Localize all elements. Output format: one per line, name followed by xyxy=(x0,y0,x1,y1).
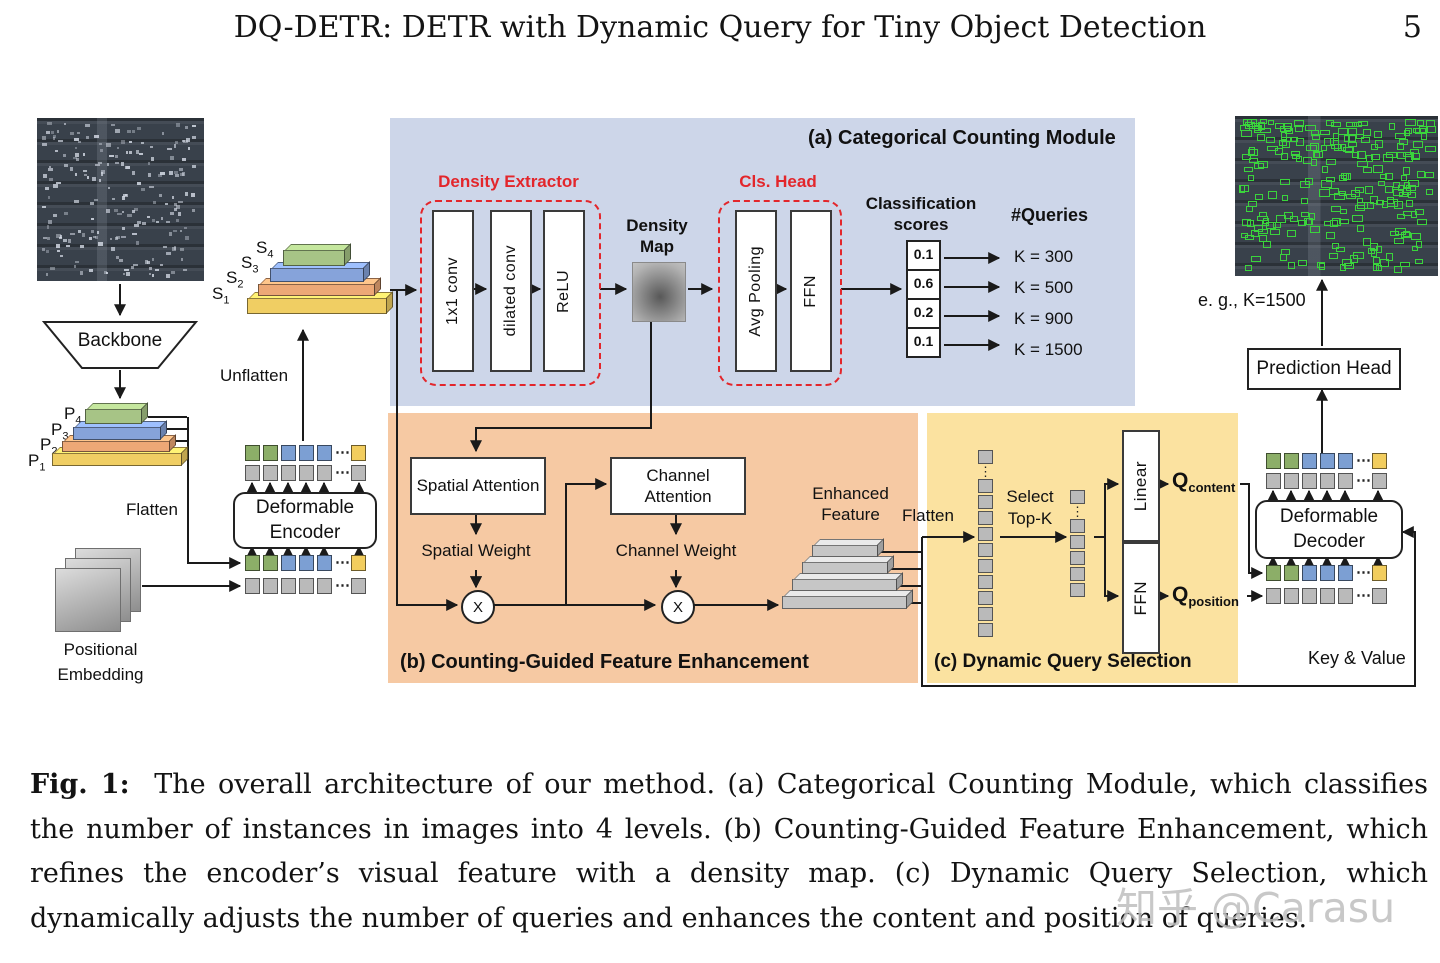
key-value-label: Key & Value xyxy=(1308,648,1406,668)
spatial-attention-box: Spatial Attention xyxy=(410,457,546,515)
topk-token-column: ⋮ xyxy=(1070,490,1085,597)
caption-text: The overall architecture of our method. … xyxy=(30,769,1429,934)
p1-label: P1 xyxy=(28,451,46,474)
score-cell: 0.1 xyxy=(906,327,941,358)
encoder-input-feature-tokens: ⋯ xyxy=(245,555,366,571)
classification-score-column: 0.1 0.6 0.2 0.1 xyxy=(906,240,941,358)
q-position-label: Qposition xyxy=(1172,583,1239,610)
decoder-output-feature-tokens: ⋯ xyxy=(1266,453,1387,469)
decoder-output-pos-tokens: ⋯ xyxy=(1266,473,1387,489)
module-b-title: (b) Counting-Guided Feature Enhancement xyxy=(400,651,809,673)
multiply-icon: X xyxy=(661,590,695,624)
spatial-weight-label: Spatial Weight xyxy=(421,541,531,560)
classification-scores-label: Classification scores xyxy=(865,194,977,234)
score-cell: 0.6 xyxy=(906,269,941,300)
p4-label: P4 xyxy=(64,404,82,427)
encoder-input-pos-tokens: ⋯ xyxy=(245,578,366,594)
s1-feature-layer xyxy=(247,298,387,314)
figure-caption: Fig. 1: The overall architecture of our … xyxy=(30,763,1428,941)
p4-feature-layer xyxy=(85,409,142,424)
deformable-encoder-box: Deformable Encoder xyxy=(233,492,377,549)
cls-head-label: Cls. Head xyxy=(739,172,817,191)
enhanced-feature-layer xyxy=(812,545,878,557)
paper-title: DQ-DETR: DETR with Dynamic Query for Tin… xyxy=(233,10,1207,45)
s2-label: S2 xyxy=(226,268,244,291)
page-number: 5 xyxy=(1402,10,1422,45)
density-extractor-label: Density Extractor xyxy=(438,172,579,191)
decoder-input-query-tokens: ⋯ xyxy=(1266,565,1387,581)
channel-weight-label: Channel Weight xyxy=(615,541,737,560)
encoder-output-pos-tokens: ⋯ xyxy=(245,465,366,481)
positional-embedding-label: Positional Embedding xyxy=(57,640,144,684)
s4-label: S4 xyxy=(256,238,274,261)
p3-label: P3 xyxy=(51,420,69,443)
dilated-conv-box: dilated conv xyxy=(490,210,532,372)
ffn-box: FFN xyxy=(790,210,832,372)
positional-embedding-layer xyxy=(55,568,121,632)
deformable-decoder-box: Deformable Decoder xyxy=(1255,500,1403,559)
score-cell: 0.1 xyxy=(906,240,941,271)
p1-feature-layer xyxy=(52,453,182,466)
example-queries-label: e. g., K=1500 xyxy=(1198,290,1306,310)
p3-feature-layer xyxy=(73,427,161,440)
query-option: K = 900 xyxy=(1014,309,1074,328)
backbone-label: Backbone xyxy=(77,330,163,351)
flatten-label: Flatten xyxy=(902,506,954,525)
ffn-box: FFN xyxy=(1122,542,1160,654)
avg-pooling-box: Avg Pooling xyxy=(735,210,777,372)
enhanced-feature-layer xyxy=(782,596,907,609)
detection-result-image xyxy=(1235,116,1438,276)
channel-attention-box: Channel Attention xyxy=(610,457,746,515)
density-map-label: Density Map xyxy=(626,216,688,256)
encoder-output-feature-tokens: ⋯ xyxy=(245,445,366,461)
query-option: K = 500 xyxy=(1014,278,1074,297)
cls-head-group xyxy=(718,200,842,386)
enhanced-feature-layer xyxy=(792,579,897,591)
p2-feature-layer xyxy=(62,441,170,452)
flattened-token-column: ⋮ xyxy=(978,450,993,637)
s3-label: S3 xyxy=(241,253,259,276)
linear-box: Linear xyxy=(1122,430,1160,542)
relu-box: ReLU xyxy=(543,210,585,372)
unflatten-label: Unflatten xyxy=(220,366,289,385)
decoder-input-pos-tokens: ⋯ xyxy=(1266,588,1387,604)
query-option: K = 1500 xyxy=(1014,340,1083,359)
conv1x1-box: 1x1 conv xyxy=(432,210,474,372)
module-c-title: (c) Dynamic Query Selection xyxy=(934,651,1192,672)
s1-label: S1 xyxy=(212,284,230,307)
enhanced-feature-layer xyxy=(802,562,888,574)
multiply-icon: X xyxy=(461,590,495,624)
watermark: 知乎 @Carasu xyxy=(1116,884,1396,932)
caption-prefix: Fig. 1: xyxy=(30,769,130,800)
s3-feature-layer xyxy=(270,268,364,282)
input-aerial-image xyxy=(37,118,204,281)
num-queries-label: #Queries xyxy=(1010,205,1089,225)
s2-feature-layer xyxy=(258,284,375,296)
q-content-label: Qcontent xyxy=(1172,469,1236,496)
query-option: K = 300 xyxy=(1014,247,1074,266)
s4-feature-layer xyxy=(283,250,345,266)
module-a-title: (a) Categorical Counting Module xyxy=(808,127,1116,149)
flatten-label: Flatten xyxy=(126,500,178,519)
enhanced-feature-label: Enhanced Feature xyxy=(812,484,889,524)
score-cell: 0.2 xyxy=(906,298,941,329)
prediction-head-box: Prediction Head xyxy=(1247,348,1401,390)
density-map-image xyxy=(632,262,686,322)
